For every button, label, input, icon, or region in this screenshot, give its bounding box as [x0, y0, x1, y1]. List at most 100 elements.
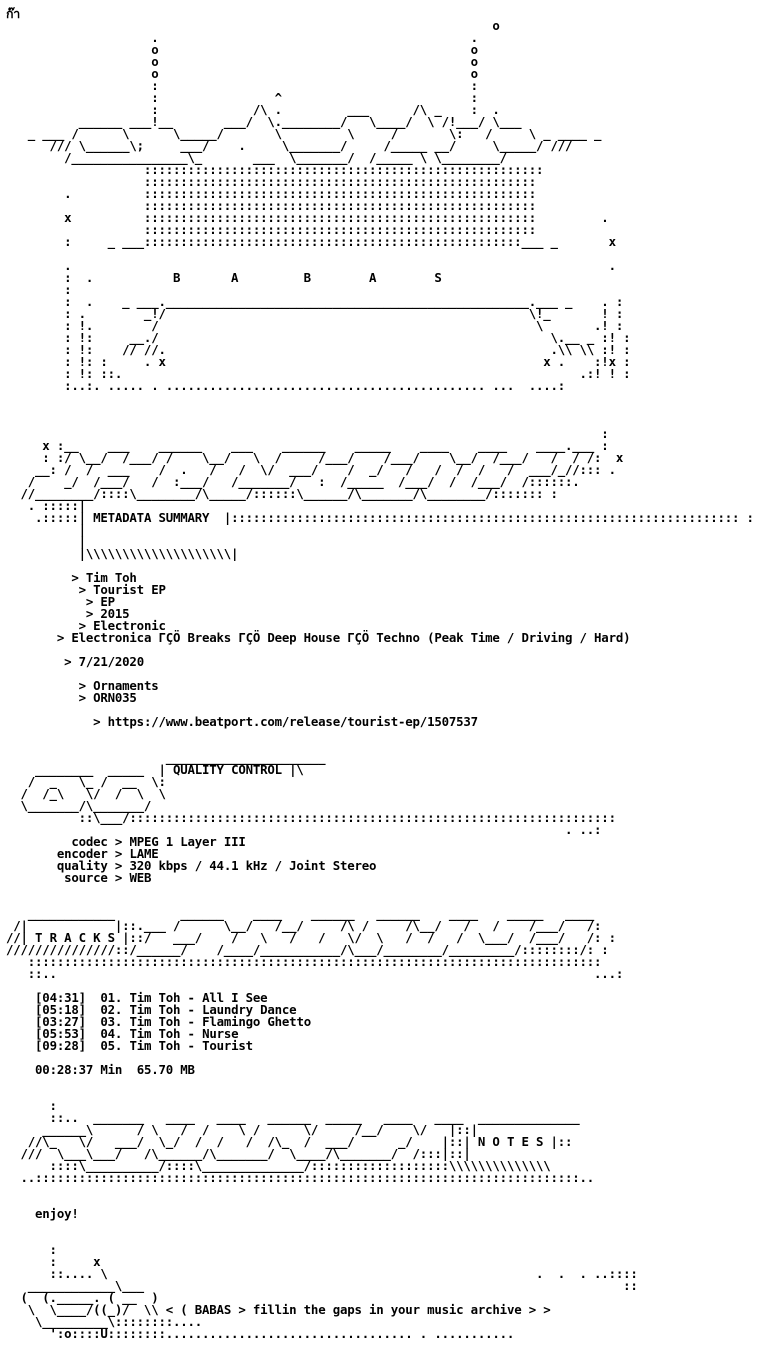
track-artist: Tim Toh [129, 1026, 181, 1041]
logo-art-line: : !: // //. .\\ \\ :! : [6, 343, 754, 356]
footer-art-line: : x [6, 1254, 754, 1269]
logo-art-line: ::::::::::::::::::::::::::::::::::::::::… [6, 162, 544, 177]
banner-art: //| [6, 930, 28, 945]
quality-banner-line: ::\___/:::::::::::::::::::::::::::::::::… [6, 810, 754, 825]
logo-art-line: : : [6, 78, 478, 93]
banner-art: : x [6, 1254, 101, 1269]
metadata-value: Tourist EP [93, 582, 166, 597]
banner-art: / /_\ \/ / \ \ [6, 786, 166, 801]
quality-banner-line: / _ \_ / __ \: [6, 774, 754, 789]
tracks-banner-line: //| T R A C K S |::/ ___/ / \ / / \/ \ /… [6, 930, 616, 945]
banner-art: ________ _____ | [6, 762, 166, 777]
track-artist: Tim Toh [129, 1014, 181, 1029]
banner-art: ::::\__________/::::\______________/::::… [6, 1158, 551, 1173]
track-number: 02. [100, 1002, 123, 1017]
metadata-row: > Ornaments [71, 678, 159, 693]
metadata-banner-line: x :__ ___ ______ ___ ______ _____ ____ _… [6, 438, 754, 453]
metadata-banner-line: : :/ \__/ /___/ / \__/ \ / /___/ /___/ \… [6, 451, 754, 464]
metadata-banner-line: //________/::::\________/\_____/::::::\_… [6, 486, 754, 501]
tracks-section-title: T R A C K S [35, 930, 115, 945]
tracks-banner-line: ::.. ...: [6, 966, 754, 981]
logo-art-line: o o [6, 55, 754, 68]
logo-art-line: : . B A B A S [6, 271, 754, 284]
banner-art: ::.. ...: [6, 966, 624, 981]
quality-key: quality [56, 858, 108, 873]
quality-row: codec > MPEG 1 Layer III [71, 834, 246, 849]
banner-art: //________/::::\________/\_____/::::::\_… [6, 486, 558, 501]
banner-art: / _ \_ / __ \: [6, 774, 166, 789]
banner-art: ::::::::::::::::::::::::::::::::::::::::… [6, 954, 602, 969]
logo-art-line: : . _ ___.______________________________… [6, 294, 754, 309]
totals-row: 00:28:37 Min 65.70 MB [6, 1063, 754, 1076]
metadata-banner-line: / _/ /___/ / :___/ /_______/ : /_____ /_… [6, 474, 754, 489]
corner-glyph: ก๊า [6, 7, 754, 20]
logo-art-line: ::::::::::::::::::::::::::::::::::::::::… [6, 162, 754, 177]
footer-art-line: ____________\___ :: [6, 1279, 754, 1292]
metadata-banner-line: . :::::| [6, 499, 754, 512]
logo-art-line: o [6, 18, 500, 33]
track-duration: [05:53] [35, 1026, 86, 1041]
metadata-banner-line: | [6, 534, 754, 549]
metadata-row: > 2015 [78, 606, 130, 621]
metadata-value: 7/21/2020 [78, 654, 145, 669]
banner-art: : [6, 1242, 57, 1257]
track-duration: [04:31] [35, 990, 86, 1005]
blank-line [6, 392, 754, 404]
banner-art: | [6, 534, 86, 549]
track-duration: [09:28] [35, 1038, 86, 1053]
track-number: 04. [100, 1026, 123, 1041]
quality-banner-line: ________ _____ | QUALITY CONTROL |\ [6, 762, 304, 777]
banner-art: / _/ /___/ / :___/ /_______/ : /_____ /_… [6, 474, 580, 489]
banner-art: ::.. _______ ____ ____ ______ _____ ____… [6, 1110, 580, 1125]
logo-art-line: _ ___ / \ \_____/ \ \ / \: / \ _ ____ _ [6, 127, 754, 140]
metadata-row: > EP [78, 594, 115, 609]
notes-banner-line: ::.. _______ ____ ____ ______ _____ ____… [6, 1110, 754, 1125]
blank-line [6, 1220, 754, 1232]
logo-art-line: ::::::::::::::::::::::::::::::::::::::::… [6, 199, 754, 212]
logo-art-line: : /\ . ___ /\ _ : . [6, 102, 500, 117]
logo-art-line: . . [6, 259, 754, 272]
metadata-value: Tim Toh [85, 570, 137, 585]
track-row: [04:31] 01. Tim Toh - All I See [35, 990, 268, 1005]
notes-banner-line: ::::\__________/::::\______________/::::… [6, 1158, 754, 1173]
quality-value: 320 kbps / 44.1 kHz / Joint Stereo [129, 858, 377, 873]
logo-art-line: ::::::::::::::::::::::::::::::::::::::::… [6, 223, 754, 236]
quality-key: encoder [56, 846, 108, 861]
logo-art-line: ::::::::::::::::::::::::::::::::::::::::… [6, 174, 536, 189]
metadata-row: > 7/21/2020 [56, 654, 145, 669]
metadata-row: > Electronica ΓÇÖ Breaks ΓÇÖ Deep House … [49, 630, 631, 645]
banner-art: //\_ \/ ___/ \_/ / / / /\_ / ___/ _/ |::… [6, 1134, 471, 1149]
banner-art: x :__ ___ ______ ___ ______ _____ ____ _… [6, 438, 609, 453]
quality-banner-line: / /_\ \/ / \ \ [6, 786, 754, 801]
track-row: [03:27] 03. Tim Toh - Flamingo Ghetto [35, 1014, 311, 1029]
logo-art-line: : !. / \ .! : [6, 318, 754, 333]
quality-value: MPEG 1 Layer III [129, 834, 246, 849]
logo-art-line: : !. / \ .! : [6, 318, 624, 333]
quality-row: quality > 320 kbps / 44.1 kHz / Joint St… [56, 858, 377, 873]
blank-line [6, 1232, 754, 1244]
logo-art-line: :..:. ..... . ..........................… [6, 379, 754, 392]
quality-key: source [64, 870, 108, 885]
quality-row: source > WEB [64, 870, 152, 885]
logo-art-line: o o [6, 42, 478, 57]
metadata-value: Electronica ΓÇÖ Breaks ΓÇÖ Deep House ΓÇ… [71, 630, 631, 645]
track-artist: Tim Toh [129, 1002, 181, 1017]
logo-art-line: : !: __./ \.__ _ :! : [6, 331, 754, 344]
banner-art: __: / / ___ / . / / \/ ___/ / _/ / / / /… [6, 462, 616, 477]
track-artist: Tim Toh [129, 990, 181, 1005]
banner-art: ::.... \ . . . ..:::: [6, 1266, 638, 1281]
logo-art-line: : /\ . ___ /\ _ : . [6, 102, 754, 117]
logo-art-line: : [6, 283, 754, 296]
banner-art: ____________ ______ ____ ______ ______ _… [6, 906, 595, 921]
banner-art: ::\___/:::::::::::::::::::::::::::::::::… [6, 810, 616, 825]
metadata-value: ORN035 [93, 690, 137, 705]
notes-body: enjoy! [35, 1206, 79, 1221]
track-title: Flamingo Ghetto [202, 1014, 311, 1029]
logo-art-line: . ::::::::::::::::::::::::::::::::::::::… [6, 187, 754, 200]
quality-value: WEB [129, 870, 152, 885]
blank-line [6, 884, 754, 896]
tracks-banner-line: /| |::.___ / \__/ /__/ /\ / /\__/ / / /_… [6, 918, 754, 933]
blank-line [6, 404, 754, 416]
banner-art: /| |::.___ / \__/ /__/ /\ / /\__/ / / /_… [6, 918, 602, 933]
logo-art-line: : . _ ___.______________________________… [6, 294, 624, 309]
